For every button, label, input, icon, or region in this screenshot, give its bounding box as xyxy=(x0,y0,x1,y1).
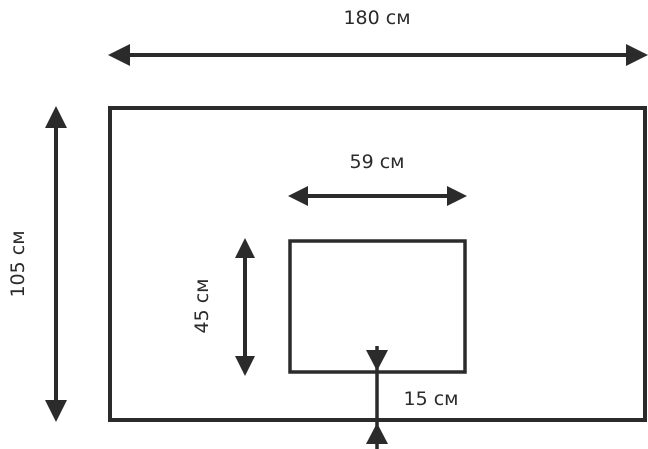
outer-height-label: 105 см xyxy=(7,230,29,297)
inner-width-arrow xyxy=(288,186,467,206)
outer-height-arrow xyxy=(45,106,67,422)
inner-height-arrow xyxy=(235,238,255,376)
outer-width-arrow xyxy=(108,44,648,66)
inner-height-label: 45 см xyxy=(191,279,213,334)
bottom-offset-arrows xyxy=(366,346,388,449)
outer-width-label: 180 см xyxy=(343,7,410,29)
inner-width-label: 59 см xyxy=(350,151,405,173)
bottom-offset-label: 15 см xyxy=(404,388,459,410)
